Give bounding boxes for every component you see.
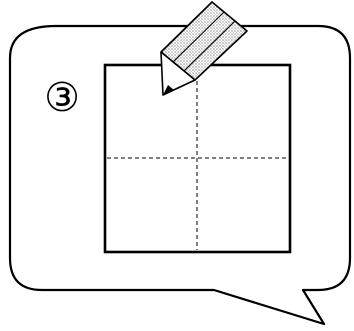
- step-number: ③: [44, 75, 80, 121]
